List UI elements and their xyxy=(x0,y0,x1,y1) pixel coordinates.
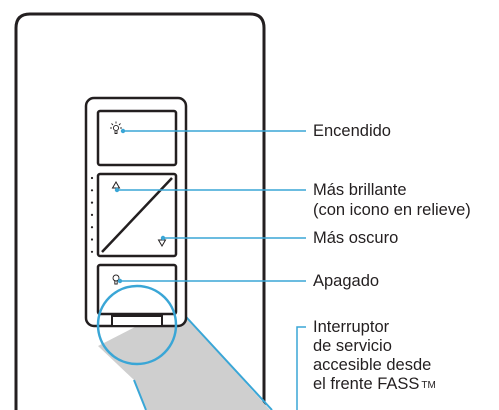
leader-lines xyxy=(114,128,306,410)
level-led-column xyxy=(90,176,94,253)
level-led xyxy=(90,201,94,204)
fass-magnifier-circle xyxy=(96,284,178,366)
light-bulb-on-icon xyxy=(110,121,122,134)
level-led xyxy=(90,226,94,229)
off-button xyxy=(96,263,178,316)
fass-switch xyxy=(111,315,163,327)
level-led xyxy=(90,189,94,192)
lower-arrow-icon xyxy=(157,239,167,247)
on-button xyxy=(96,109,178,167)
leader-fass-bracket xyxy=(296,326,306,410)
label-fass-line1: Interruptor xyxy=(313,318,390,336)
fass-zoom-beam xyxy=(98,306,270,410)
label-fass-line3: accesible desde xyxy=(313,356,432,374)
label-fass-line2: de servicio xyxy=(313,337,392,355)
raise-arrow-icon xyxy=(111,181,121,189)
label-darker: Más oscuro xyxy=(313,229,399,247)
label-on: Encendido xyxy=(313,122,391,140)
level-led xyxy=(90,250,94,253)
fass-zoom-beam-edge xyxy=(175,305,273,410)
level-led xyxy=(90,238,94,241)
level-led xyxy=(90,176,94,180)
fass-zoom-beam-edge xyxy=(133,379,147,410)
label-fass-line4-text: el frente FASS xyxy=(313,375,420,393)
light-bulb-off-icon xyxy=(112,274,120,285)
trademark-mark: TM xyxy=(421,380,436,391)
label-off: Apagado xyxy=(313,272,380,290)
label-brighter-note: (con icono en relieve) xyxy=(313,201,471,219)
label-brighter: Más brillante xyxy=(313,181,407,199)
level-led xyxy=(90,213,94,216)
